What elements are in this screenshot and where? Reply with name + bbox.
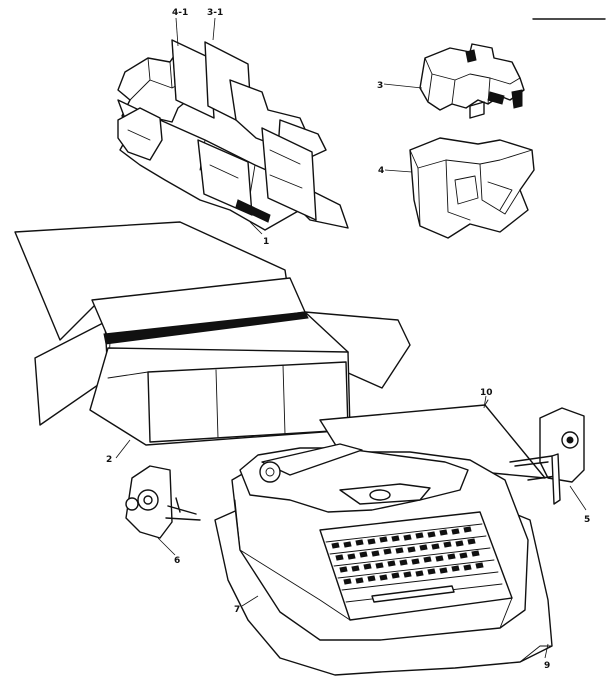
callout-1: 1	[263, 237, 269, 247]
carton-box-icon	[14, 221, 411, 446]
callout-9: 9	[544, 661, 550, 671]
spool-bracket-6-icon	[125, 465, 201, 539]
foam-insert-3-icon	[419, 43, 525, 119]
callout-6: 6	[174, 556, 180, 566]
callout-10: 10	[480, 388, 493, 398]
foam-tray-4-icon	[409, 137, 535, 239]
callout-labels: 4-1 3-1 3 4 1 10 2 5 6 7 9	[106, 8, 590, 671]
callout-7: 7	[234, 605, 240, 615]
callout-4: 4	[378, 166, 384, 176]
keyboard-keys	[325, 523, 503, 603]
callout-2: 2	[106, 455, 112, 465]
callout-4-1: 4-1	[172, 8, 188, 18]
spool-bracket-5-icon	[509, 407, 585, 505]
leader-lines	[115, 17, 587, 659]
typewriter-icon	[231, 443, 529, 641]
callout-3-1: 3-1	[207, 8, 223, 18]
foam-insert-long-icon	[117, 39, 349, 231]
callout-3: 3	[377, 81, 383, 91]
callout-5: 5	[584, 515, 590, 525]
